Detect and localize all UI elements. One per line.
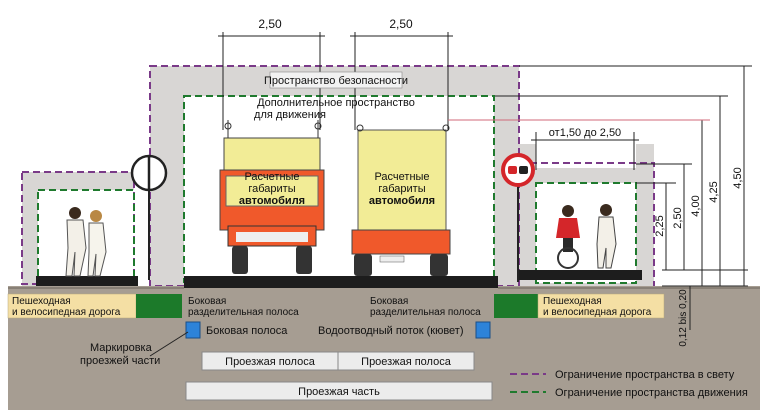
divider-green-right (494, 294, 538, 318)
pedestrian-left-label-2: и велосипедная дорога (12, 307, 121, 318)
truck-rear-right-icon (351, 124, 451, 276)
vehicle-dims-left-3: автомобиля (239, 195, 305, 207)
drainage-label: Водоотводный поток (кювет) (318, 325, 464, 337)
side-lane-marker-blue (185, 321, 201, 339)
additional-space-label-1: Дополнительное пространство (257, 97, 415, 109)
additional-space-label-2: для движения (254, 109, 326, 121)
traffic-space-right (536, 183, 636, 283)
vehicle-dims-right-2: габариты (378, 183, 425, 195)
lane-box-right (337, 351, 475, 371)
drainage-marker-blue (475, 321, 491, 339)
lane-right-label: Проезжая полоса (361, 356, 452, 368)
sidewalk-surface-right (518, 270, 642, 280)
pedestrian-right-label-2: и велосипедная дорога (543, 307, 652, 318)
pedestrian-right-icon (596, 204, 617, 269)
vehicle-dims-left-1: Расчетные (244, 171, 299, 183)
marking-label-2: проезжей части (80, 355, 160, 367)
no-overtaking-sign-icon (501, 153, 535, 282)
marking-leader-line (149, 331, 189, 357)
pedestrian-strip-right (537, 293, 665, 319)
sidewalk-width-label: от1,50 до 2,50 (549, 127, 621, 139)
height-label-400: 4,00 (690, 195, 702, 216)
vehicle-dims-right-1: Расчетные (374, 171, 429, 183)
sidewalk-surface-left (36, 276, 138, 286)
side-lane-label: Боковая полоса (206, 325, 288, 337)
lane-width-right-label: 2,50 (389, 17, 413, 31)
side-divider-right-2: разделительная полоса (370, 307, 481, 318)
ground-strips (7, 293, 665, 401)
legend-traffic-label: Ограничение пространства движения (555, 387, 748, 399)
right-header-area (536, 144, 636, 168)
curb-height-label: 0,12 bis 0,20 (678, 289, 689, 347)
pedestrian-left-icon (65, 207, 107, 277)
pedestrian-strip-left (7, 293, 137, 319)
height-label-450: 4,50 (732, 167, 744, 188)
truck-front-left-icon (219, 120, 325, 274)
vehicle-dims-left-2: габариты (248, 183, 295, 195)
side-divider-left-2: разделительная полоса (188, 307, 299, 318)
height-label-425: 4,25 (708, 181, 720, 202)
road-surface (184, 276, 498, 288)
carriageway-box (185, 381, 493, 401)
side-divider-left-1: Боковая (188, 296, 226, 307)
safety-space-label-bg (269, 71, 403, 89)
traffic-space-left (38, 190, 134, 280)
vehicle-dims-right-3: автомобиля (369, 195, 435, 207)
safety-space-label: Пространство безопасности (264, 75, 408, 87)
pedestrian-left-label-1: Пешеходная (12, 296, 71, 307)
height-label-225: 2,25 (654, 215, 666, 236)
round-sign-left (130, 154, 168, 280)
cyclist-icon (556, 205, 580, 269)
height-label-250: 2,50 (672, 207, 684, 228)
lane-left-label: Проезжая полоса (225, 356, 316, 368)
lane-width-left-label: 2,50 (258, 17, 282, 31)
carriageway-label: Проезжая часть (298, 386, 380, 398)
legend-clearance-label: Ограничение пространства в свету (555, 369, 735, 381)
side-divider-right-1: Боковая (370, 296, 408, 307)
pedestrian-right-label-1: Пешеходная (543, 296, 602, 307)
marking-label-1: Маркировка (90, 342, 153, 354)
divider-green-left (136, 294, 182, 318)
